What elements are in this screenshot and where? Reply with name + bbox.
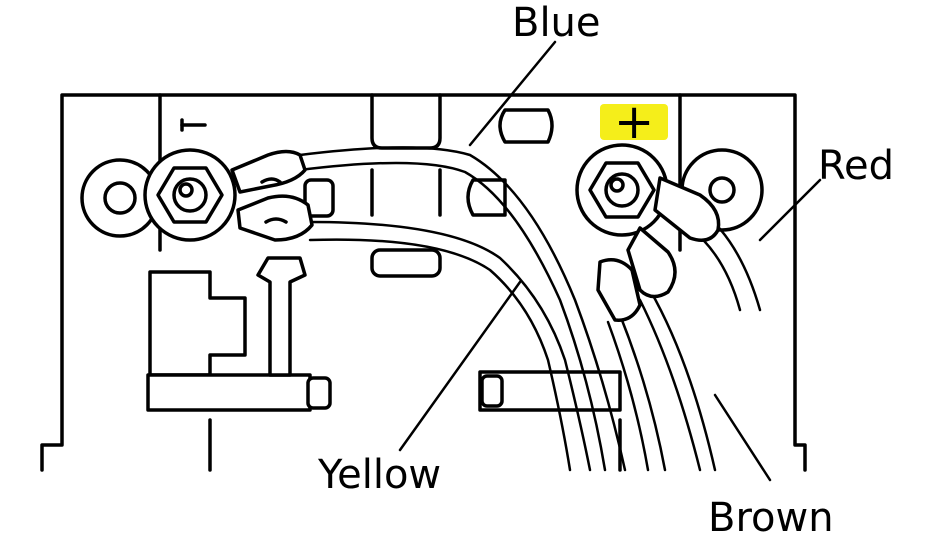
housing-slots [303,108,554,218]
center-block [370,93,442,278]
red-label: Red [818,143,894,189]
lower-right-bracket [478,370,622,412]
negative-terminal [143,148,314,242]
brown-label: Brown [708,495,834,541]
yellow-label: Yellow [318,452,442,498]
negative-marker [180,118,207,132]
yellow-leader-line [398,280,522,452]
blue-label: Blue [512,0,601,46]
positive-terminal [575,143,721,322]
brown-leader-line [713,393,772,482]
positive-symbol: + [614,94,655,150]
wires [298,146,762,472]
leader-lines [398,40,822,482]
positive-highlight [600,104,668,140]
lower-left-bracket [146,256,332,412]
blue-leader-line [468,40,557,147]
red-leader-line [758,178,822,242]
